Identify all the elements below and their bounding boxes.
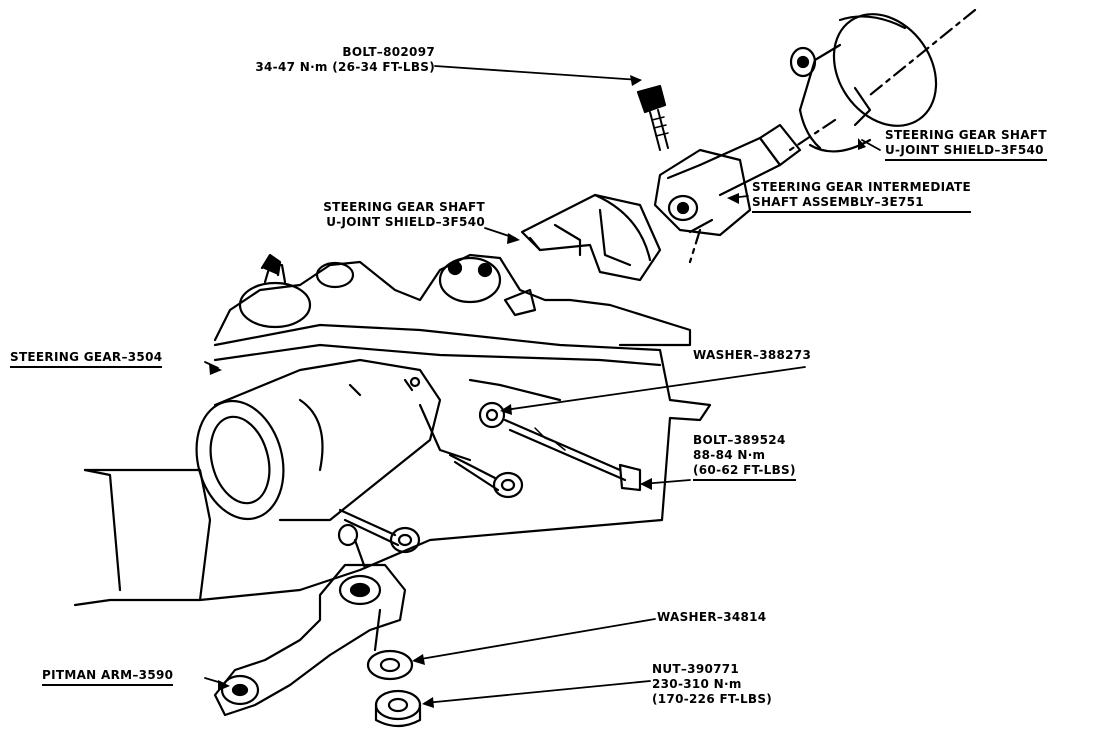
upper-ujoint-shield [789,13,938,153]
arrowheads [209,75,866,708]
nut-callout: NUT–390771 230-310 N·m (170-226 FT-LBS) [652,662,772,707]
pitman-arm-part-label: PITMAN ARM–3590 [42,668,174,686]
nut-torque-ftlbs: (170-226 FT-LBS) [652,692,773,706]
bolt-mount-torque-ftlbs: (60-62 FT-LBS) [693,463,796,481]
intermediate-shaft [653,123,802,237]
lower-ujoint-shield [520,193,662,282]
pitman-arm-callout: PITMAN ARM–3590 [42,668,174,686]
bolt-top-part: BOLT–802097 [342,45,435,59]
nut-torque-nm: 230-310 N·m [652,677,742,691]
washer-lower-part: WASHER–34814 [657,610,767,624]
pitman-arm-part [213,563,422,728]
nut-part: NUT–390771 [652,662,740,676]
bolt-mount-part: BOLT–389524 [693,433,786,447]
lower-shield-line2: U-JOINT SHIELD–3F540 [326,215,485,229]
washer-lower-callout: WASHER–34814 [657,610,766,625]
bolt-mount-torque-nm: 88-84 N·m [693,448,766,462]
intermediate-shaft-callout: STEERING GEAR INTERMEDIATE SHAFT ASSEMBL… [752,180,971,213]
frame-rail [73,323,712,607]
bolt-top-callout: BOLT–802097 34-47 N·m (26-34 FT-LBS) [225,45,435,75]
washer-upper-part: WASHER–388273 [693,348,812,362]
top-bolt [636,84,669,151]
upper-shield-callout: STEERING GEAR SHAFT U-JOINT SHIELD–3F540 [885,128,1047,161]
washer-upper-callout: WASHER–388273 [693,348,811,363]
lower-shield-callout: STEERING GEAR SHAFT U-JOINT SHIELD–3F540 [280,200,485,230]
bolt-mount-callout: BOLT–389524 88-84 N·m (60-62 FT-LBS) [693,433,796,481]
steering-gear-part: STEERING GEAR–3504 [10,350,163,368]
steering-gear-body [195,253,692,522]
mounting-hardware [337,401,642,570]
intermediate-shaft-line2: SHAFT ASSEMBLY–3E751 [752,195,971,213]
bolt-top-torque-nm: 34-47 N·m [255,60,328,74]
bolt-top-torque-ftlbs: (26-34 FT-LBS) [332,60,435,74]
upper-shield-line1: STEERING GEAR SHAFT [885,128,1047,142]
steering-gear-callout: STEERING GEAR–3504 [10,350,163,368]
lower-shield-line1: STEERING GEAR SHAFT [323,200,485,214]
upper-shield-line2: U-JOINT SHIELD–3F540 [885,143,1047,161]
column-centerline [688,8,977,264]
intermediate-shaft-line1: STEERING GEAR INTERMEDIATE [752,180,971,194]
